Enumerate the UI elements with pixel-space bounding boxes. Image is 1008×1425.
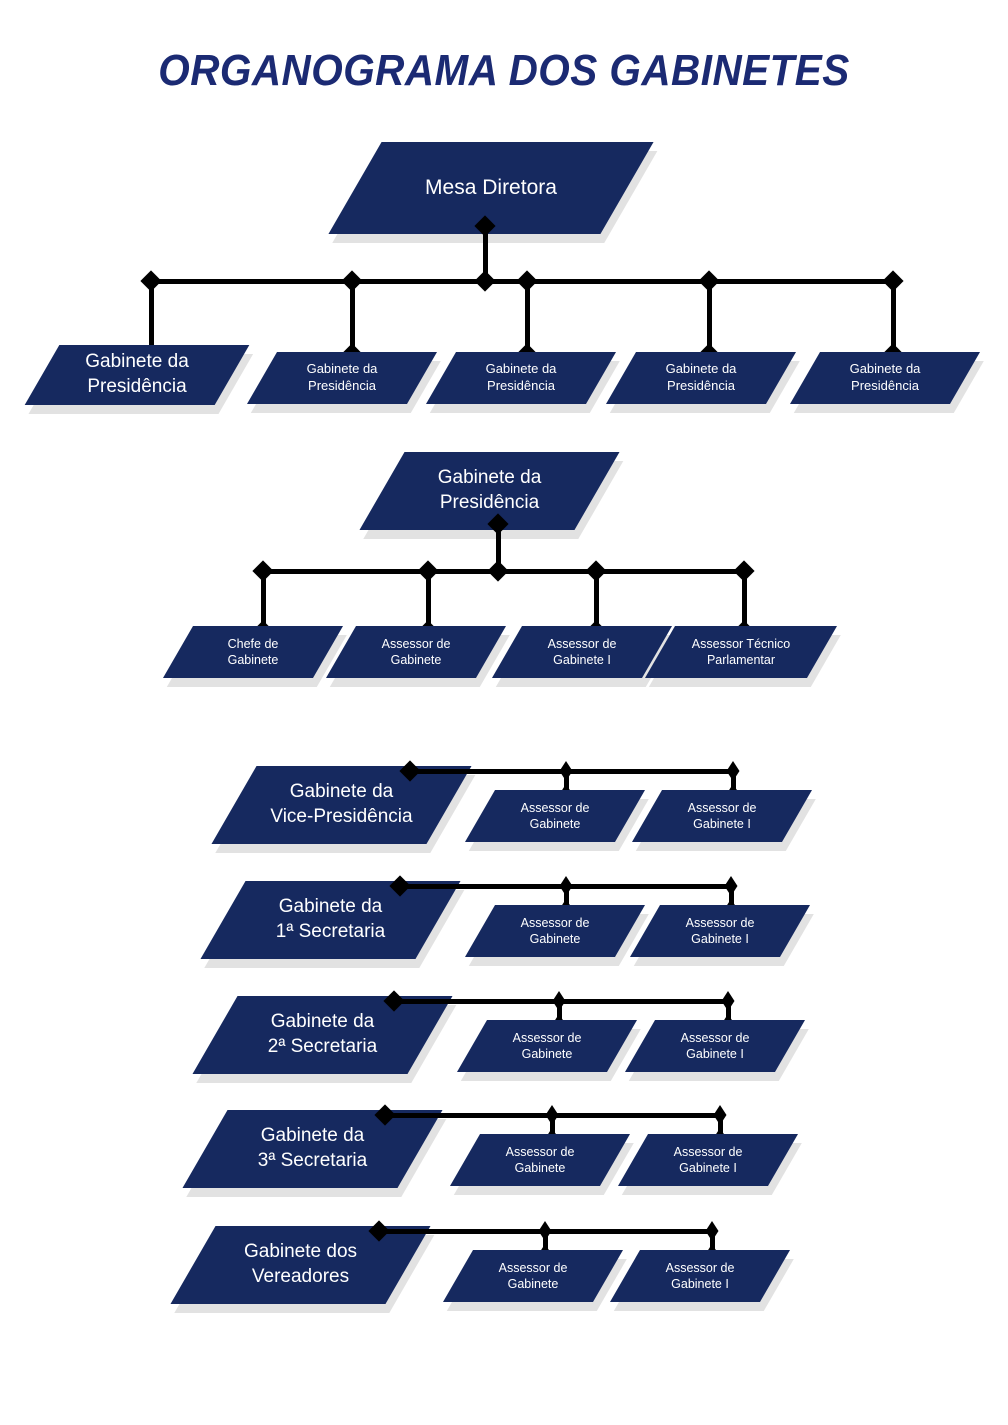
node-label: Gabinete da 2ª Secretaria xyxy=(267,1011,378,1057)
node-gabinete-3a-secretaria[interactable]: Gabinete da 3ª Secretaria xyxy=(182,1110,447,1197)
connector-node xyxy=(559,876,573,896)
node-gabinete-vereadores[interactable]: Gabinete dos Vereadores xyxy=(170,1226,435,1313)
node-label: Gabinete da 3ª Secretaria xyxy=(257,1125,368,1171)
connector-drop xyxy=(710,1231,715,1255)
node-label: Assessor de Gabinete xyxy=(520,800,590,831)
connector-root-stem xyxy=(483,224,488,282)
connector-node xyxy=(705,1221,719,1241)
node-assessor-de-gabinete-vereadores[interactable]: Assessor de Gabinete xyxy=(442,1250,627,1311)
connector-node xyxy=(698,270,720,292)
node-assessor-de-gabinete-i-1a[interactable]: Assessor de Gabinete I xyxy=(629,905,814,966)
node-label: Gabinete da Presidência xyxy=(85,351,189,397)
connector-drop xyxy=(350,281,355,355)
node-label: Assessor de Gabinete xyxy=(381,636,451,667)
connector-node xyxy=(721,991,735,1011)
node-assessor-de-gabinete-i-vice[interactable]: Assessor de Gabinete I xyxy=(631,790,816,851)
node-assessor-de-gabinete-i-vereadores[interactable]: Assessor de Gabinete I xyxy=(609,1250,794,1311)
connector-node xyxy=(585,560,607,582)
connector-node xyxy=(417,560,439,582)
node-label: Gabinete da Presidência xyxy=(437,467,542,513)
node-label: Assessor de Gabinete I xyxy=(547,636,617,667)
node-assessor-de-gabinete-vice[interactable]: Assessor de Gabinete xyxy=(464,790,649,851)
node-label: Assessor de Gabinete xyxy=(505,1144,575,1175)
node-gabinete-1a-secretaria[interactable]: Gabinete da 1ª Secretaria xyxy=(200,881,465,968)
connector-drop xyxy=(564,771,569,795)
node-label: Gabinete da Presidência xyxy=(306,361,378,393)
node-label: Assessor de Gabinete I xyxy=(680,1030,750,1061)
node-gabinete-vice-presidencia[interactable]: Gabinete da Vice-Presidência xyxy=(211,766,476,853)
connector-node xyxy=(726,761,740,781)
connector-drop xyxy=(426,571,431,632)
connector-drop xyxy=(564,886,569,910)
node-label: Gabinete da Presidência xyxy=(665,361,737,393)
node-label: Gabinete da Presidência xyxy=(849,361,921,393)
connector-drop xyxy=(525,281,530,355)
node-gabinete-presidencia-1[interactable]: Gabinete da Presidência xyxy=(24,345,254,414)
node-label: Assessor de Gabinete I xyxy=(673,1144,743,1175)
connector-drop xyxy=(543,1231,548,1255)
connector-bus-presidencia xyxy=(262,569,744,574)
connector-drop xyxy=(707,281,712,355)
node-label: Assessor de Gabinete xyxy=(520,915,590,946)
connector-drop xyxy=(729,886,734,910)
connector-drop xyxy=(594,571,599,632)
node-assessor-de-gabinete-i-presidencia[interactable]: Assessor de Gabinete I xyxy=(491,626,676,687)
node-label: Chefe de Gabinete xyxy=(227,636,279,667)
connector-presidencia-stem xyxy=(496,522,501,572)
connector-node xyxy=(341,270,363,292)
node-label: Assessor Técnico Parlamentar xyxy=(691,636,791,667)
node-label: Assessor de Gabinete I xyxy=(687,800,757,831)
page-title: ORGANOGRAMA DOS GABINETES xyxy=(158,46,850,95)
connector-drop xyxy=(726,1001,731,1025)
node-label: Assessor de Gabinete I xyxy=(665,1260,735,1291)
node-gabinete-presidencia-3[interactable]: Gabinete da Presidência xyxy=(425,352,620,413)
connector-node xyxy=(538,1221,552,1241)
connector-drop xyxy=(261,571,266,632)
connector-node xyxy=(140,270,162,292)
node-label: Gabinete da Presidência xyxy=(485,361,557,393)
node-assessor-de-gabinete-3a[interactable]: Assessor de Gabinete xyxy=(449,1134,634,1195)
connector-drop xyxy=(550,1115,555,1139)
connector-node xyxy=(545,1105,559,1125)
node-label: Gabinete dos Vereadores xyxy=(243,1241,358,1287)
connector-node xyxy=(516,270,538,292)
connector-node xyxy=(559,761,573,781)
node-presidencia-parent[interactable]: Gabinete da Presidência xyxy=(359,452,624,539)
node-gabinete-presidencia-5[interactable]: Gabinete da Presidência xyxy=(789,352,984,413)
node-label: Gabinete da 1ª Secretaria xyxy=(275,896,386,942)
node-label: Assessor de Gabinete I xyxy=(685,915,755,946)
connector-drop xyxy=(731,771,736,795)
node-label: Assessor de Gabinete xyxy=(498,1260,568,1291)
node-label: Gabinete da Vice-Presidência xyxy=(270,781,413,827)
connector-node xyxy=(713,1105,727,1125)
node-label: Mesa Diretora xyxy=(425,176,557,200)
node-gabinete-presidencia-4[interactable]: Gabinete da Presidência xyxy=(605,352,800,413)
node-gabinete-2a-secretaria[interactable]: Gabinete da 2ª Secretaria xyxy=(192,996,457,1083)
connector-node xyxy=(733,560,755,582)
node-assessor-de-gabinete-1a[interactable]: Assessor de Gabinete xyxy=(464,905,649,966)
node-assessor-de-gabinete-presidencia[interactable]: Assessor de Gabinete xyxy=(325,626,510,687)
connector-drop xyxy=(891,281,896,355)
node-gabinete-presidencia-2[interactable]: Gabinete da Presidência xyxy=(246,352,441,413)
node-label: Assessor de Gabinete xyxy=(512,1030,582,1061)
connector-drop xyxy=(742,571,747,632)
node-assessor-de-gabinete-i-3a[interactable]: Assessor de Gabinete I xyxy=(617,1134,802,1195)
node-mesa-diretora[interactable]: Mesa Diretora xyxy=(328,142,658,243)
node-assessor-de-gabinete-2a[interactable]: Assessor de Gabinete xyxy=(456,1020,641,1081)
connector-node xyxy=(552,991,566,1011)
connector-drop xyxy=(149,281,154,365)
connector-drop xyxy=(718,1115,723,1139)
node-assessor-de-gabinete-i-2a[interactable]: Assessor de Gabinete I xyxy=(624,1020,809,1081)
connector-node xyxy=(724,876,738,896)
node-assessor-tecnico-parlamentar[interactable]: Assessor Técnico Parlamentar xyxy=(644,626,841,687)
connector-drop xyxy=(557,1001,562,1025)
node-chefe-de-gabinete[interactable]: Chefe de Gabinete xyxy=(162,626,347,687)
connector-node xyxy=(252,560,274,582)
connector-node xyxy=(882,270,904,292)
